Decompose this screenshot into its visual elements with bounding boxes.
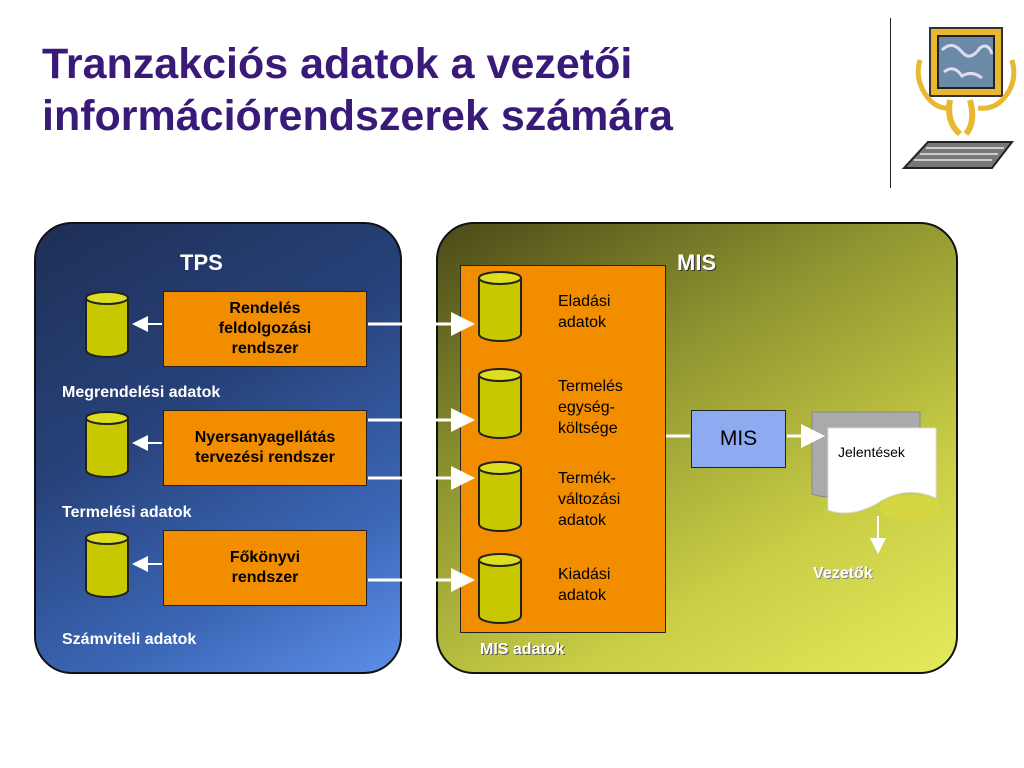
database-icon <box>85 291 129 358</box>
data-item-label: költsége <box>558 420 618 437</box>
order-data-label: Megrendelési adatok <box>62 384 221 401</box>
data-item-label: egység- <box>558 399 615 416</box>
system-label: rendszer <box>231 340 299 357</box>
data-item-label: Termék- <box>558 470 616 487</box>
data-item-label: Kiadási <box>558 566 611 583</box>
system-label: Rendelés <box>229 300 301 317</box>
unit-cost-item: Termelés egység- költsége <box>558 376 623 439</box>
tps-heading: TPS <box>180 250 223 275</box>
database-icon <box>478 368 522 439</box>
system-label: Nyersanyagellátás <box>194 429 336 446</box>
title-line-2: információrendszerek számára <box>42 92 673 140</box>
slide-title: Tranzakciós adatok a vezetői információr… <box>42 38 862 142</box>
data-item-label: Eladási <box>558 293 611 310</box>
data-item-label: változási <box>558 491 621 508</box>
system-label: Főkönyvi <box>229 549 301 566</box>
database-icon <box>478 271 522 342</box>
database-icon <box>85 531 129 598</box>
reports-document-icon <box>811 411 940 521</box>
database-icon <box>478 553 522 624</box>
database-icon <box>85 411 129 478</box>
title-divider <box>890 18 891 188</box>
managers-label: Vezetők <box>813 565 873 582</box>
data-item-label: adatok <box>558 512 607 529</box>
reports-label: Jelentések <box>838 444 905 460</box>
title-line-1: Tranzakciós adatok a vezetői <box>42 40 633 88</box>
data-item-label: adatok <box>558 314 607 331</box>
material-planning-system-box: Nyersanyagellátás tervezési rendszer <box>163 410 367 486</box>
production-data-label: Termelési adatok <box>62 504 192 521</box>
accounting-data-label: Számviteli adatok <box>62 631 197 648</box>
product-change-item: Termék- változási adatok <box>558 468 620 531</box>
system-label: tervezési rendszer <box>195 449 335 466</box>
mis-system-label: MIS <box>719 427 758 450</box>
order-processing-system-box: Rendelés feldolgozási rendszer <box>163 291 367 367</box>
system-label: rendszer <box>231 569 299 586</box>
mis-data-label: MIS adatok <box>480 641 565 658</box>
general-ledger-system-box: Főkönyvi rendszer <box>163 530 367 606</box>
sales-data-item: Eladási adatok <box>558 291 610 333</box>
expense-data-item: Kiadási adatok <box>558 564 610 606</box>
database-icon <box>478 461 522 532</box>
mis-system-box: MIS <box>691 410 786 468</box>
system-label: feldolgozási <box>218 320 312 337</box>
data-item-label: Termelés <box>558 378 623 395</box>
mis-heading: MIS <box>677 250 717 275</box>
computer-logo-icon <box>901 27 1017 169</box>
data-item-label: adatok <box>558 587 607 604</box>
